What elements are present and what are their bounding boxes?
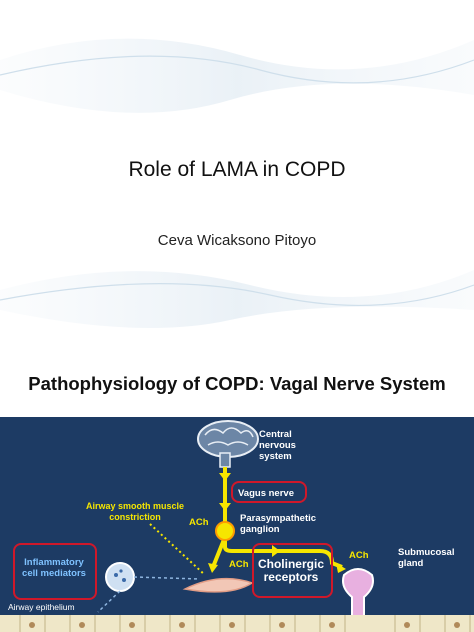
diagram-title: Pathophysiology of COPD: Vagal Nerve Sys… (28, 373, 446, 394)
smooth-muscle (182, 578, 254, 593)
vagal-nerve-diagram: Central nervous system Vagus nerve Airwa… (0, 417, 474, 632)
cholinergic-label: Cholinergic receptors (257, 557, 324, 584)
ganglion-label: Parasympathetic ganglion (240, 513, 317, 535)
vagus-box (231, 481, 307, 503)
author-name: Ceva Wicaksono Pitoyo (157, 232, 317, 249)
slide-title: Role of LAMA in COPD (128, 158, 346, 181)
title-slide: Role of LAMA in COPD Ceva Wicaksono Pito… (0, 38, 474, 328)
airway-epithelium (0, 615, 474, 632)
airway-smooth-label: Airway smooth muscle constriction (85, 501, 185, 522)
ach-mid-label: ACh (229, 559, 249, 570)
inflammatory-cell (105, 562, 135, 592)
cholinergic-box (252, 543, 333, 598)
inflammatory-box (13, 543, 97, 600)
ach-left-label: ACh (189, 517, 209, 528)
nerve-arrows (208, 473, 346, 573)
epithelium-label: Airway epithelium (8, 602, 75, 612)
submucosal-label: Submucosal gland (398, 547, 455, 569)
cns-label: Central nervous system (259, 429, 296, 462)
ganglion-node (215, 521, 235, 541)
brain-icon (197, 420, 259, 468)
inflammatory-label: Inflammatory cell mediators (22, 557, 86, 579)
wave-decoration (0, 38, 474, 328)
submucosal-gland (342, 568, 374, 632)
ach-right-label: ACh (349, 550, 369, 561)
vagus-label: Vagus nerve (238, 488, 294, 499)
